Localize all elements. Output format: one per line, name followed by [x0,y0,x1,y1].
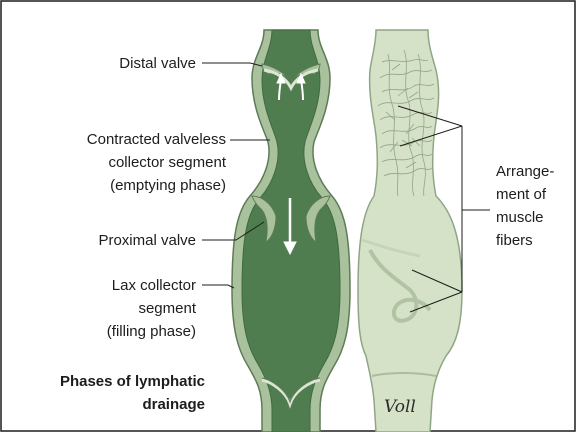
label-muscle-line2: ment of [496,186,547,203]
caption-line2: drainage [142,396,205,413]
leader-distal-valve [202,63,262,66]
external-vessel-body [358,30,462,432]
label-contracted-line1: Contracted valveless [87,131,226,148]
label-proximal-valve: Proximal valve [98,232,196,249]
label-lax-line2: segment [138,300,196,317]
label-lax-line3: (filling phase) [107,323,196,340]
artist-signature: Voll [384,397,416,417]
label-contracted-line2: collector segment [108,154,226,171]
label-lax-line1: Lax collector [112,277,196,294]
label-muscle-line4: fibers [496,232,533,249]
label-distal-valve: Distal valve [119,55,196,72]
label-muscle-line3: muscle [496,209,544,226]
caption-line1: Phases of lymphatic [60,373,205,390]
label-contracted-line3: (emptying phase) [110,177,226,194]
external-vessel: Voll [358,30,462,432]
leader-lax [202,285,234,288]
label-muscle-line1: Arrange- [496,163,554,180]
